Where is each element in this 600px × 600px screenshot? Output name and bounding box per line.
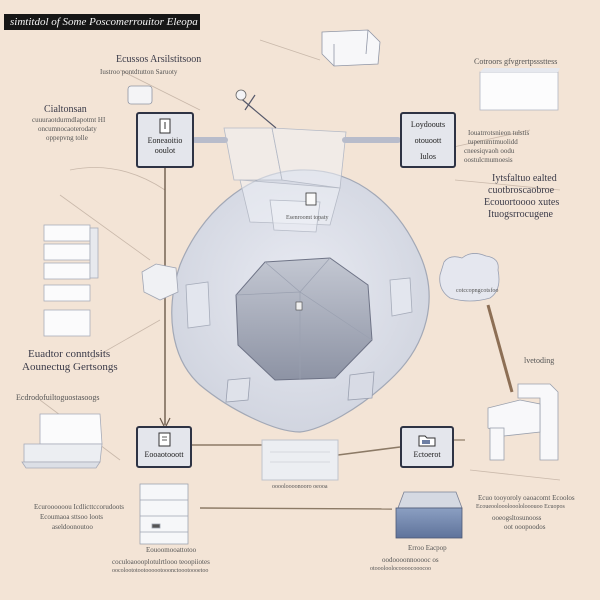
label-top-right: Cotroors gfvgrertpsssttess (474, 57, 558, 66)
label-bottom-right-small: otoooloolocoooocooocoo (370, 566, 431, 572)
label-top-center-sub: Iustroo pontdtutton Saruoty (100, 68, 178, 76)
node-bottom-right[interactable]: Ectoerot (400, 426, 454, 468)
label-left-lower: Ecdrodofuiltoguostasoogs (16, 393, 100, 402)
upper-structure (223, 127, 347, 233)
label-upper-left-line: oncumnocaoterodaty (38, 125, 97, 133)
label-right-heading: Ecouortoooo xutes (484, 197, 560, 208)
node-label: Eoneaoitio (147, 136, 183, 145)
label-bottom-right: Ecoueoolooolooololooouoo Ecuopos (476, 504, 565, 510)
label-bottom-right-small: Erroo Eacpop (408, 544, 447, 552)
label-bottom-center: Eouoomooattotoo (146, 546, 197, 554)
node-bottom-left[interactable]: Eooaotooott (136, 426, 192, 468)
label-left-heading: Aounectug Gertsongs (22, 361, 118, 373)
label-right-heading: Ituogsrrocugene (488, 209, 553, 220)
label-bottom-center: oocoloototootoooootooonctoootoooetoo (112, 568, 209, 574)
inner-core (235, 257, 373, 381)
node-label: Eooaotooott (144, 450, 184, 459)
label-upper-left-title: Cialtonsan (44, 104, 87, 115)
folder-icon (418, 435, 436, 447)
label-bottom-left: Ecuroooooou Icdlicttccorudoots (34, 503, 125, 511)
label-upper-right-small: oostulcmumoesis (464, 156, 513, 164)
node-top-left[interactable]: Eoneaoitio ooulot (136, 112, 194, 168)
node-label: Ectoerot (413, 450, 441, 459)
label-upper-right-small: tupenumtmuolidd (468, 138, 518, 146)
left-stack (43, 224, 99, 337)
label-bottom-left: aseldoonoutoo (52, 523, 93, 531)
top-device (321, 29, 381, 67)
label-upper-left-line: cuuuraotdurmdlapotmt HI (32, 116, 106, 124)
label-upper-right-small: cneesiqvaoh oodu (464, 147, 515, 155)
label-bottom-right-small: oodoooonnooooc os (382, 556, 439, 564)
document-icon (159, 118, 171, 134)
label-right-lower: lvetoding (524, 356, 555, 365)
label-right-device: cotccopngcotsfoo (456, 288, 499, 294)
left-small-device (141, 263, 179, 301)
label-bottom-center: coculoaoooplotulrtlooo teoopiiotes (112, 558, 210, 566)
label-center-small: Esenroomt topaty (286, 215, 329, 221)
label-upper-left-line: oppepvng tolle (46, 134, 88, 142)
label-left-heading: Euadtor conntdsits (28, 348, 111, 360)
right-cloud-device (439, 253, 500, 302)
label-bottom-right: Ecuo tooyoroly oaoacomt Ecoolos (478, 494, 575, 502)
diagram-title: simtitdol of Some Poscomerrouitor Eleopa (4, 14, 200, 30)
label-bottom-center-small: ooooloooonooro oeooa (272, 484, 328, 490)
node-label: otouoott (414, 136, 442, 145)
center-plate (261, 439, 339, 481)
cabinet (139, 483, 189, 545)
top-right-panel (479, 71, 559, 111)
bottom-left-tray (21, 413, 103, 469)
label-right-heading: cuotbroscaobroe (488, 185, 555, 196)
label-bottom-right: oot ooopoodos (504, 523, 546, 531)
node-label: ooulot (154, 146, 176, 155)
label-bottom-right: ooeogsltosunooss (492, 514, 542, 522)
node-label: Loydoouts (410, 120, 446, 129)
document-icon (158, 432, 171, 447)
node-label: Iulos (420, 152, 436, 161)
label-upper-right-small: Iouatrrotsnieon tulstis (468, 129, 530, 137)
blue-box (395, 491, 463, 539)
small-device-top-left (127, 85, 153, 105)
label-top-center-title: Ecussos Arsilstitsoon (116, 54, 202, 65)
label-bottom-left: Ecoumaoa sttsoo loots (40, 513, 103, 521)
label-right-heading: Iytsfaltuo ealted (492, 173, 557, 184)
right-device (487, 383, 559, 461)
node-top-right[interactable]: Loydoouts otouoott Iulos (400, 112, 456, 168)
